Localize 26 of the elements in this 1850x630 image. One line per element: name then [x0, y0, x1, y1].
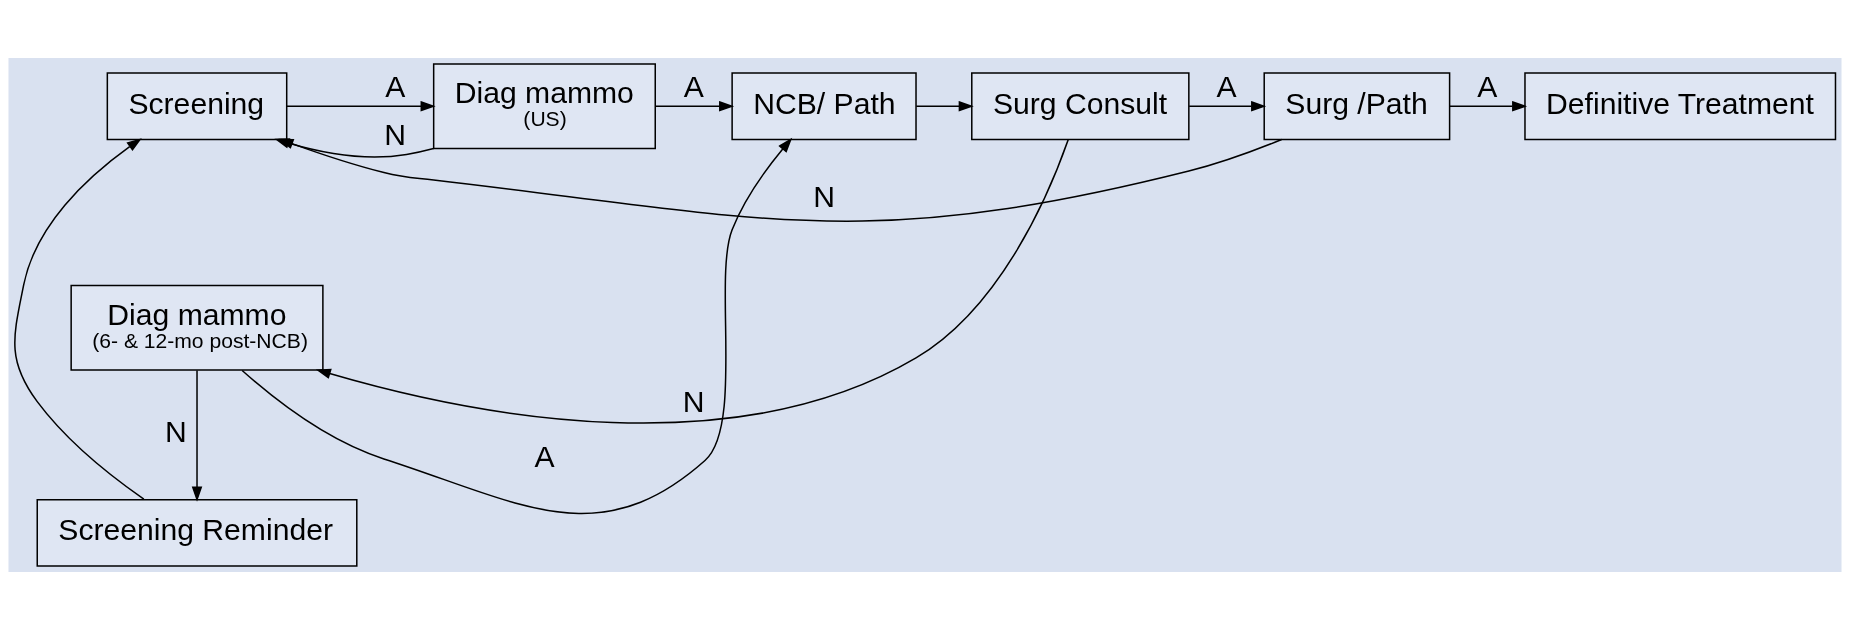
edge-label: N — [813, 180, 835, 214]
edge-label: N — [384, 118, 407, 152]
node-box: Screening — [106, 72, 288, 141]
edge-label: A — [683, 70, 704, 104]
arrow — [14, 138, 145, 500]
node-box: NCB/ Path — [731, 72, 917, 141]
edge-label: A — [1477, 70, 1498, 104]
arrow — [278, 138, 1283, 222]
edge-label: A — [1216, 70, 1237, 104]
arrow — [315, 138, 1070, 424]
node-box: Screening Reminder — [36, 498, 358, 567]
arrow — [191, 369, 203, 502]
arrow — [654, 100, 735, 112]
edge-label: A — [385, 70, 406, 104]
arrow — [915, 100, 974, 112]
node-box: Diag mammo (6- & 12-mo post-NCB) — [70, 284, 324, 371]
node-box: Surg Consult — [971, 72, 1190, 141]
node-box: Diag mammo (US) — [432, 63, 656, 150]
node-box: Definitive Treatment — [1524, 72, 1837, 141]
edge-label: N — [682, 385, 705, 419]
arrow — [286, 100, 436, 112]
arrow — [1188, 100, 1267, 112]
edge-label: N — [165, 415, 187, 449]
node-box: Surg /Path — [1263, 72, 1451, 141]
edge-label: A — [534, 439, 555, 473]
arrow — [1449, 100, 1528, 112]
